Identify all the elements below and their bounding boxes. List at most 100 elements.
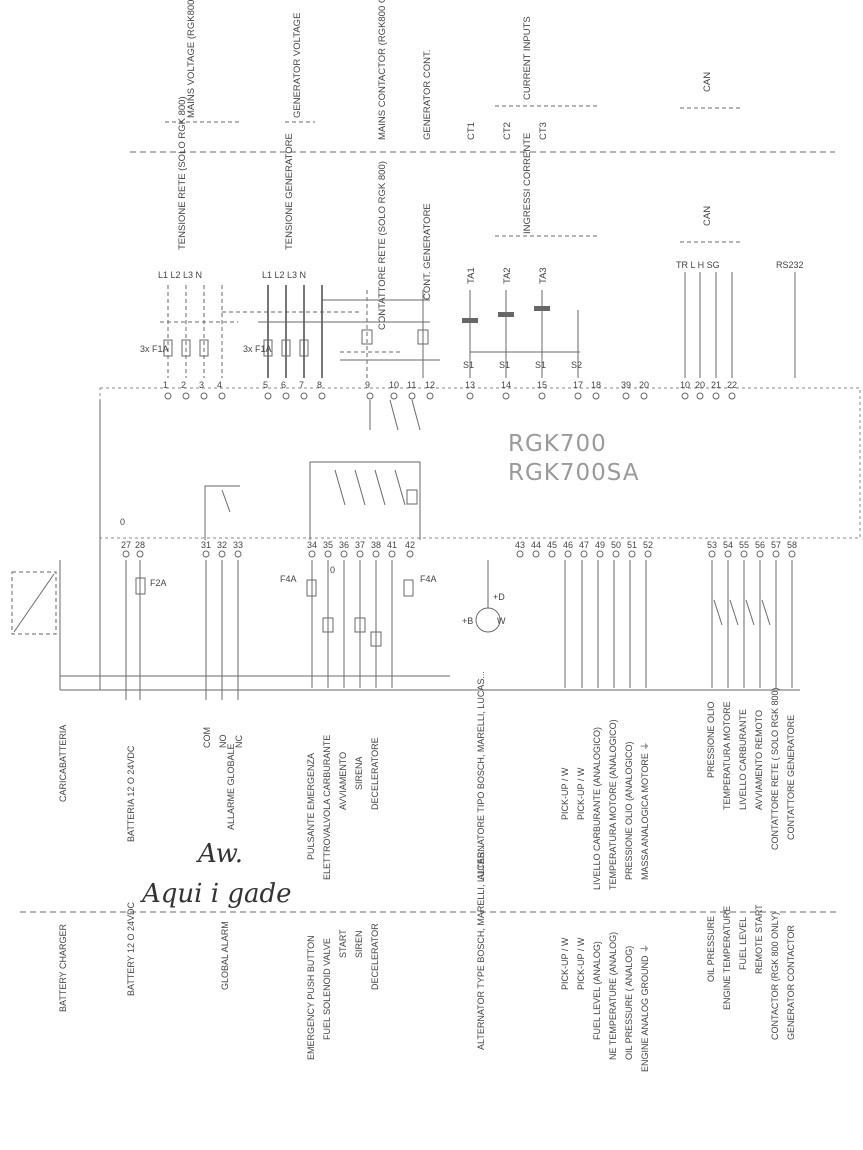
ct3-label: CT3: [538, 122, 549, 140]
terminal: [324, 550, 332, 558]
cont-generatore-label: CONT. GENERATORE: [422, 203, 433, 300]
ta3-label: TA3: [538, 267, 549, 284]
terminal: [728, 392, 736, 400]
terminal-number: 57: [771, 540, 781, 550]
en-global-alarm: GLOBAL ALARM: [220, 921, 230, 990]
italian-labels: CARICABATTERIA BATTERIA 12 O 24VDC ALLAR…: [58, 671, 796, 890]
relay-no: NO: [218, 735, 228, 749]
it-g3-2: LIVELLO CARBURANTE: [738, 709, 748, 810]
terminal-number: 49: [595, 540, 605, 550]
terminal-number: 42: [405, 540, 415, 550]
ct-sub-4: S2: [571, 360, 582, 370]
header-generator-cont: GENERATOR CONT.: [422, 50, 433, 140]
terminal: [756, 550, 764, 558]
it-g3-0: PRESSIONE OLIO: [706, 701, 716, 778]
terminal-number: 44: [531, 540, 541, 550]
alt-mark-w: W: [497, 616, 506, 626]
fuse-f4a: F4A: [280, 574, 297, 584]
terminal: [696, 392, 704, 400]
terminal: [182, 392, 190, 400]
header-generator-voltage: GENERATOR VOLTAGE: [292, 13, 303, 118]
terminal: [218, 392, 226, 400]
terminal: [772, 550, 780, 558]
it-g1-0: PULSANTE EMERGENZA: [306, 753, 316, 860]
mains-voltage-label: MAINS VOLTAGE (RGK800 ONLY): [186, 0, 197, 118]
en-g3-4: CONTACTOR (RGK 800 ONLY): [770, 912, 780, 1040]
ct2-label: CT2: [502, 122, 513, 140]
terminal-number: 22: [727, 380, 737, 390]
terminal: [308, 550, 316, 558]
terminal-number: 55: [739, 540, 749, 550]
it-g2-5: MASSA ANALOGICA MOTORE ⏚: [640, 742, 650, 880]
header-mains-voltage: MAINS VOLTAGE (RGK800 ONLY): [186, 0, 197, 118]
en-g2-2: FUEL LEVEL (ANALOG): [592, 941, 602, 1040]
terminal: [318, 392, 326, 400]
en-g2-4: OIL PRESSURE ( ANALOG): [624, 946, 634, 1060]
generator-voltage-wiring: [258, 285, 430, 378]
terminal: [300, 392, 308, 400]
terminal-number: 41: [387, 540, 397, 550]
svg-text:CURRENT INPUTS: CURRENT INPUTS: [522, 16, 533, 100]
en-battery-charger: BATTERY CHARGER: [58, 923, 68, 1012]
terminal: [708, 550, 716, 558]
fuse-f2a: F2A: [150, 578, 167, 588]
english-labels: BATTERY CHARGER BATTERY 12 O 24VDC GLOBA…: [58, 845, 796, 1072]
terminal: [264, 392, 272, 400]
terminal: [681, 392, 689, 400]
en-g2-0: PICK-UP / W: [560, 937, 570, 990]
terminal: [122, 550, 130, 558]
terminal: [622, 392, 630, 400]
terminal-number: 20: [639, 380, 649, 390]
terminal-number: 56: [755, 540, 765, 550]
terminal-number: 18: [591, 380, 601, 390]
terminal: [136, 550, 144, 558]
header-current-inputs: CURRENT INPUTS: [522, 16, 533, 100]
terminal-number: 10: [680, 380, 690, 390]
en-g3-5: GENERATOR CONTACTOR: [786, 925, 796, 1040]
terminal-number: 6: [281, 380, 286, 390]
terminal-number: 8: [317, 380, 322, 390]
en-g2-5: ENGINE ANALOG GROUND ⏚: [640, 944, 650, 1072]
terminal: [644, 550, 652, 558]
it-g2-0: PICK-UP / W: [560, 767, 570, 820]
terminal: [408, 392, 416, 400]
can-en-label: CAN: [702, 72, 713, 92]
handwriting-line2: Aqui i gade: [140, 879, 292, 909]
terminal-number: 45: [547, 540, 557, 550]
ct-sub-3: S1: [535, 360, 546, 370]
it-allarme: ALLARME GLOBALE: [226, 743, 236, 830]
terminal-number: 28: [135, 540, 145, 550]
terminal-number: 21: [711, 380, 721, 390]
terminal-number: 15: [537, 380, 547, 390]
device-model-1: RGK700: [508, 431, 607, 457]
terminal: [388, 550, 396, 558]
mains-phase-labels: L1 L2 L3 N: [158, 270, 202, 280]
en-g1-1: FUEL SOLENOID VALVE: [322, 938, 332, 1040]
terminal-number: 9: [365, 380, 370, 390]
ingressi-corrente-label: INGRESSI CORRENTE: [522, 133, 533, 234]
terminal: [596, 550, 604, 558]
en-alternator: ALTERNATOR TYPE BOSCH, MARELLI, LUCAS...: [476, 845, 486, 1050]
terminal: [372, 550, 380, 558]
terminal-number: 4: [217, 380, 222, 390]
en-g3-2: FUEL LEVEL: [738, 917, 748, 970]
terminal-number: 37: [355, 540, 365, 550]
it-g1-3: SIRENA: [354, 756, 364, 790]
battery-charger-symbol: [11, 571, 57, 635]
terminal: [532, 550, 540, 558]
terminal-number: 5: [263, 380, 268, 390]
can-pins-label: TR L H SG: [676, 260, 720, 270]
terminal-number: 17: [573, 380, 583, 390]
en-g3-3: REMOTE START: [754, 904, 764, 974]
terminal-number: 31: [201, 540, 211, 550]
terminal-number: 50: [611, 540, 621, 550]
en-g1-2: START: [338, 929, 348, 958]
ta1-label: TA1: [466, 267, 477, 284]
en-g1-0: EMERGENCY PUSH BUTTON: [306, 935, 316, 1060]
it-g2-3: TEMPERATURA MOTORE (ANALOGICO): [608, 719, 618, 890]
en-battery: BATTERY 12 O 24VDC: [126, 901, 136, 996]
terminal: [574, 392, 582, 400]
terminal: [612, 550, 620, 558]
terminal: [640, 392, 648, 400]
